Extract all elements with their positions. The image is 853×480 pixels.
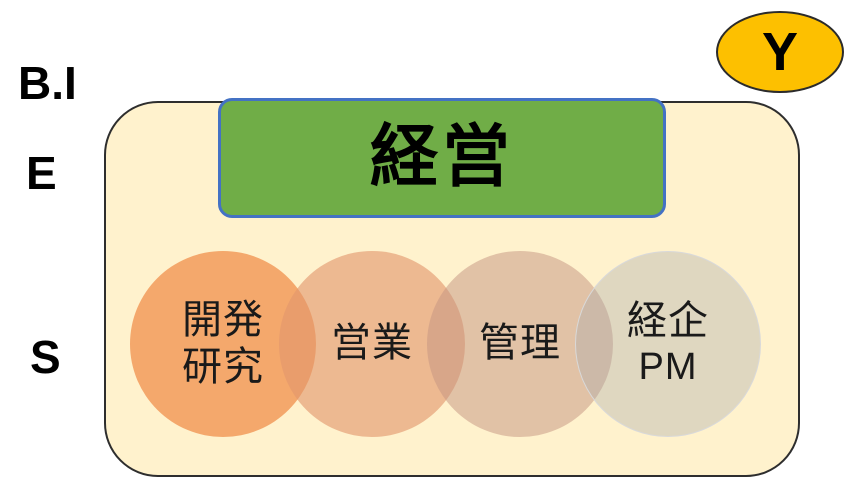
circle-planning-pm-line2: PM <box>638 346 698 389</box>
management-box: 経営 <box>218 98 666 218</box>
label-bi: B.I <box>18 57 77 109</box>
y-badge: Y <box>716 11 844 93</box>
circle-sales: 営業 <box>279 251 465 437</box>
circle-planning-pm: 経企 PM <box>575 251 761 437</box>
circle-admin-label: 管理 <box>479 320 561 367</box>
management-label: 経営 <box>369 118 514 197</box>
label-e: E <box>26 147 57 199</box>
label-s: S <box>30 331 61 383</box>
circle-dev-research-line2: 研究 <box>182 344 264 390</box>
circle-dev-research: 開発 研究 <box>130 251 316 437</box>
y-badge-text: Y <box>761 22 799 82</box>
circle-planning-pm-line1: 経企 <box>627 297 709 344</box>
circle-dev-research-line1: 開発 <box>182 296 264 343</box>
circle-sales-label: 営業 <box>331 320 413 367</box>
